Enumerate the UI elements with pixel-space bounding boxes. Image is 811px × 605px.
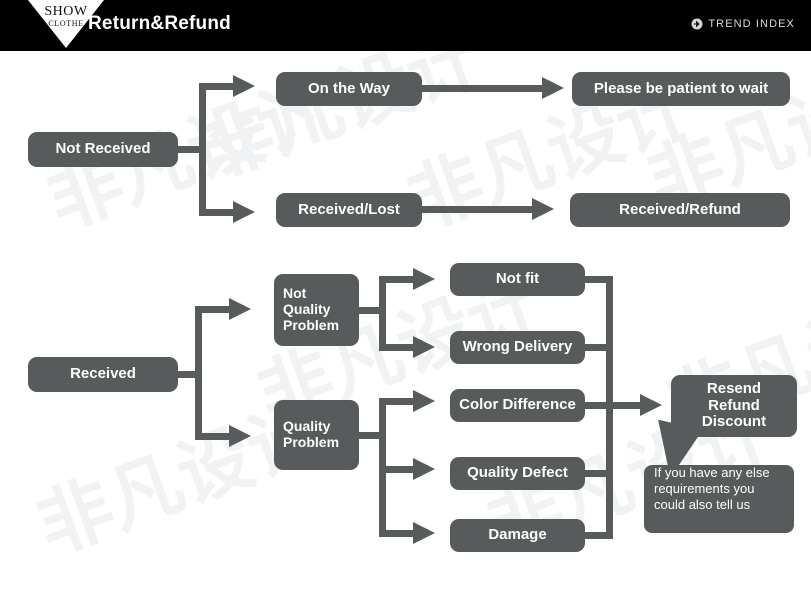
connector-quality-defect-merge <box>583 470 613 477</box>
trend-index-label: TREND INDEX <box>708 18 795 30</box>
node-line-3: Discount <box>701 413 767 431</box>
arrow-to-resolution <box>640 394 662 416</box>
arrow-to-please-wait <box>542 77 564 99</box>
arrow-to-quality-defect <box>413 458 435 480</box>
trend-index-icon <box>691 18 703 30</box>
node-resolution[interactable]: Resend Refund Discount <box>671 375 797 437</box>
connector-to-on-the-way <box>199 83 241 90</box>
node-line-2: Refund <box>708 396 760 414</box>
connector-received-stub <box>176 371 202 378</box>
connector-nqp-bus <box>379 276 386 351</box>
page-title: Return&Refund <box>88 13 231 34</box>
node-received-refund[interactable]: Received/Refund <box>570 193 790 227</box>
logo-primary-text: SHOW <box>44 4 88 19</box>
node-line-2: Problem <box>283 434 340 450</box>
node-line-2: Quality <box>283 301 331 318</box>
arrow-to-not-fit <box>413 268 435 290</box>
arrow-to-on-the-way <box>233 75 255 97</box>
node-received-lost[interactable]: Received/Lost <box>276 193 422 227</box>
brand-logo: SHOW CLOTHE <box>28 0 104 50</box>
node-quality-problem[interactable]: Quality Problem <box>274 400 359 470</box>
connector-qp-stub <box>357 432 385 439</box>
node-wrong-delivery[interactable]: Wrong Delivery <box>450 331 585 364</box>
node-line-1: Not <box>283 285 307 302</box>
arrow-to-quality-problem <box>229 425 251 447</box>
node-not-quality-problem[interactable]: Not Quality Problem <box>274 274 359 346</box>
connector-received-bus <box>195 306 202 440</box>
connector-to-quality-defect <box>379 466 421 473</box>
logo-secondary-text: CLOTHE <box>48 19 84 28</box>
note-line-2: requirements you <box>654 480 755 496</box>
node-not-fit[interactable]: Not fit <box>450 263 585 296</box>
node-received[interactable]: Received <box>28 357 178 392</box>
trend-index-badge: TREND INDEX <box>691 18 795 30</box>
node-line-1: Resend <box>706 379 762 397</box>
connector-to-received-lost <box>199 209 241 216</box>
connector-received-lost-to-refund <box>420 206 540 213</box>
arrow-to-damage <box>413 522 435 544</box>
arrow-to-not-quality-problem <box>229 298 251 320</box>
connector-on-the-way-to-wait <box>420 85 550 92</box>
arrow-to-received-lost <box>233 201 255 223</box>
note-callout[interactable]: If you have any else requirements you co… <box>644 465 794 533</box>
node-line-1: Quality <box>283 418 331 435</box>
connector-not-received-stub <box>176 146 206 153</box>
node-quality-defect[interactable]: Quality Defect <box>450 457 585 490</box>
note-line-3: could also tell us <box>654 496 751 512</box>
connector-to-not-quality <box>195 306 237 313</box>
arrow-to-received-refund <box>532 198 554 220</box>
connector-to-resolution <box>606 402 648 409</box>
triangle-logo-icon <box>28 0 104 48</box>
connector-to-color-difference <box>379 398 421 405</box>
node-on-the-way[interactable]: On the Way <box>276 72 422 106</box>
connector-to-damage <box>379 530 421 537</box>
arrow-to-wrong-delivery <box>413 336 435 358</box>
connector-to-not-fit <box>379 276 421 283</box>
note-line-1: If you have any else <box>654 465 770 480</box>
connector-to-quality <box>195 433 237 440</box>
connector-to-wrong-delivery <box>379 344 421 351</box>
connector-not-received-bus <box>199 83 206 216</box>
connector-wrong-delivery-merge <box>583 344 613 351</box>
page-header: SHOW CLOTHE Return&Refund TREND INDEX <box>0 0 811 51</box>
node-damage[interactable]: Damage <box>450 519 585 552</box>
connector-damage-merge <box>583 532 613 539</box>
arrow-to-color-difference <box>413 390 435 412</box>
node-color-difference[interactable]: Color Difference <box>450 389 585 422</box>
node-please-be-patient[interactable]: Please be patient to wait <box>572 72 790 106</box>
connector-color-difference-merge <box>583 402 613 409</box>
node-line-3: Problem <box>283 316 340 333</box>
node-not-received[interactable]: Not Received <box>28 132 178 167</box>
connector-nqp-stub <box>357 307 385 314</box>
connector-not-fit-merge <box>583 276 613 283</box>
